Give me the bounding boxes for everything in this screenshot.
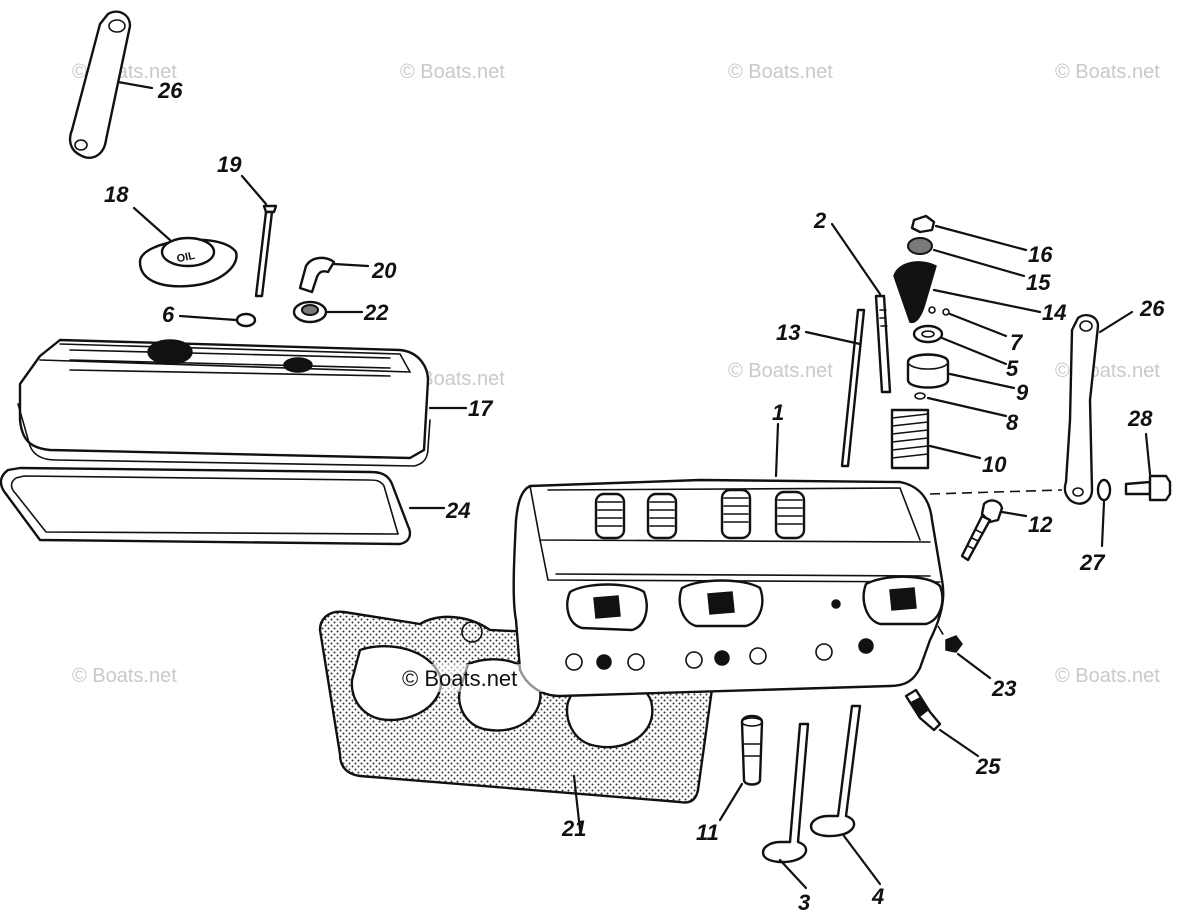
label-7: 7 [1010, 330, 1024, 355]
part-25-temp-sender [904, 688, 980, 758]
label-22: 22 [363, 300, 389, 325]
part-10-valve-spring [890, 408, 982, 470]
label-8: 8 [1006, 410, 1019, 435]
part-23-plug [937, 625, 992, 680]
label-1: 1 [772, 400, 784, 425]
label-26-left: 26 [157, 78, 183, 103]
part-16-nut [910, 214, 1028, 252]
part-24-gasket [0, 466, 446, 546]
label-13: 13 [776, 320, 800, 345]
label-14: 14 [1042, 300, 1066, 325]
watermark: © Boats.net [400, 61, 505, 83]
valve-springs [594, 488, 806, 540]
watermark: © Boats.net [1055, 665, 1160, 687]
part-8-oil-seal [914, 392, 1008, 418]
label-25: 25 [975, 754, 1001, 779]
watermark: © Boats.net [72, 665, 177, 687]
label-12: 12 [1028, 512, 1053, 537]
part-27-lockwasher [1096, 478, 1112, 548]
label-6: 6 [162, 302, 175, 327]
part-20-elbow-fitting [298, 256, 370, 294]
label-5: 5 [1006, 356, 1019, 381]
oil-cap-text: OIL [176, 250, 197, 266]
part-3-intake-valve [761, 722, 810, 890]
part-18-oil-cap: OIL [132, 206, 238, 288]
part-1-cylinder-head [512, 422, 1063, 698]
label-21: 21 [561, 816, 586, 841]
label-18: 18 [104, 182, 129, 207]
center-watermark: © Boats.net [402, 666, 517, 691]
part-6-washer [178, 312, 257, 328]
part-13-pushrod [804, 308, 866, 468]
label-4: 4 [871, 884, 884, 909]
label-19: 19 [217, 152, 242, 177]
part-4-exhaust-valve [809, 704, 882, 886]
label-20: 20 [371, 258, 397, 283]
part-26-bracket-right [1063, 310, 1134, 505]
label-24: 24 [445, 498, 470, 523]
label-9: 9 [1016, 380, 1029, 405]
part-22-grommet [292, 300, 364, 324]
label-11: 11 [696, 820, 719, 845]
center-watermark-group: © Boats.net [400, 664, 544, 692]
watermark: © Boats.net [728, 61, 833, 83]
part-19-stud [240, 174, 278, 298]
part-9-valve-shield [906, 353, 1016, 390]
label-23: 23 [991, 676, 1016, 701]
label-27: 27 [1079, 550, 1106, 575]
exhaust-ports [566, 575, 944, 632]
part-7-valve-keys [928, 306, 1008, 338]
label-17: 17 [468, 396, 494, 421]
part-14-rocker-arm [893, 261, 1042, 324]
label-28: 28 [1127, 406, 1153, 431]
label-26-right: 26 [1139, 296, 1165, 321]
part-15-rocker-ball [907, 237, 1026, 278]
part-28-bolt [1124, 432, 1172, 502]
label-15: 15 [1026, 270, 1051, 295]
label-2: 2 [813, 208, 827, 233]
watermark: © Boats.net [728, 360, 833, 382]
part-17-valve-cover [17, 338, 468, 467]
part-26-bracket-left [68, 10, 154, 159]
part-labels: 26 19 18 20 6 22 17 24 2 16 15 14 26 13 … [104, 78, 1165, 915]
part-2-rocker-stud [830, 222, 892, 394]
label-10: 10 [982, 452, 1007, 477]
label-3: 3 [798, 890, 810, 915]
lower-bosses [565, 599, 874, 671]
watermark: © Boats.net [1055, 61, 1160, 83]
part-5-spring-cap [912, 324, 1008, 366]
part-11-hydraulic-lifter [718, 714, 764, 822]
label-16: 16 [1028, 242, 1053, 267]
part-12-head-bolt [960, 499, 1028, 562]
